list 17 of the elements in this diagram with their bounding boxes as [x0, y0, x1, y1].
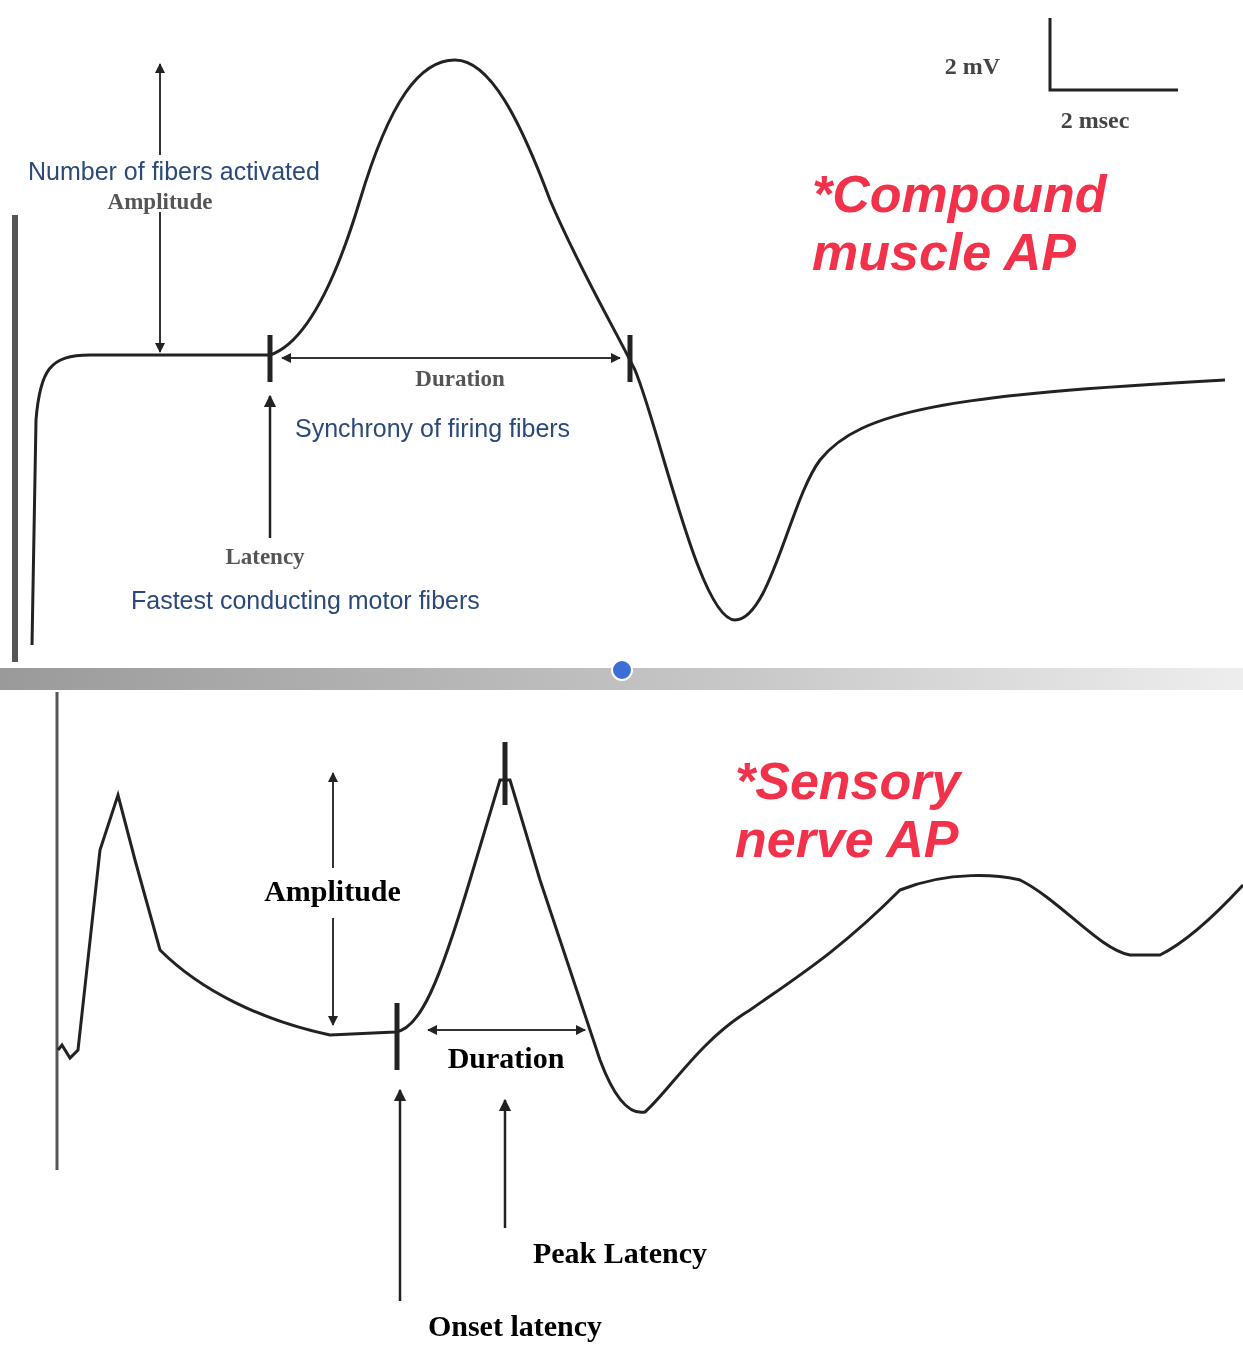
measure-label: Onset latency — [375, 1303, 655, 1341]
measure-label: Latency — [180, 540, 350, 570]
handwritten-note: *Sensory nerve AP — [735, 752, 964, 868]
annotation-text: Fastest conducting motor fibers — [131, 585, 481, 616]
leader-arrow — [393, 1088, 407, 1301]
measure-label: Amplitude — [106, 188, 214, 216]
handwritten-note: *Compound muscle AP — [812, 165, 1109, 281]
measure-label: Duration — [414, 365, 506, 393]
measure-label: Amplitude — [263, 875, 402, 907]
leader-arrow — [263, 394, 277, 538]
annotation-text: Number of fibers activated — [28, 156, 321, 187]
measure-label: Duration — [446, 1042, 566, 1074]
scale-label: 2 mV — [943, 52, 1002, 81]
leader-arrow — [498, 1098, 512, 1228]
annotation-text: Synchrony of firing fibers — [295, 413, 572, 444]
scale-label: 2 msec — [1059, 106, 1131, 135]
measure-label: Peak Latency — [490, 1230, 750, 1268]
